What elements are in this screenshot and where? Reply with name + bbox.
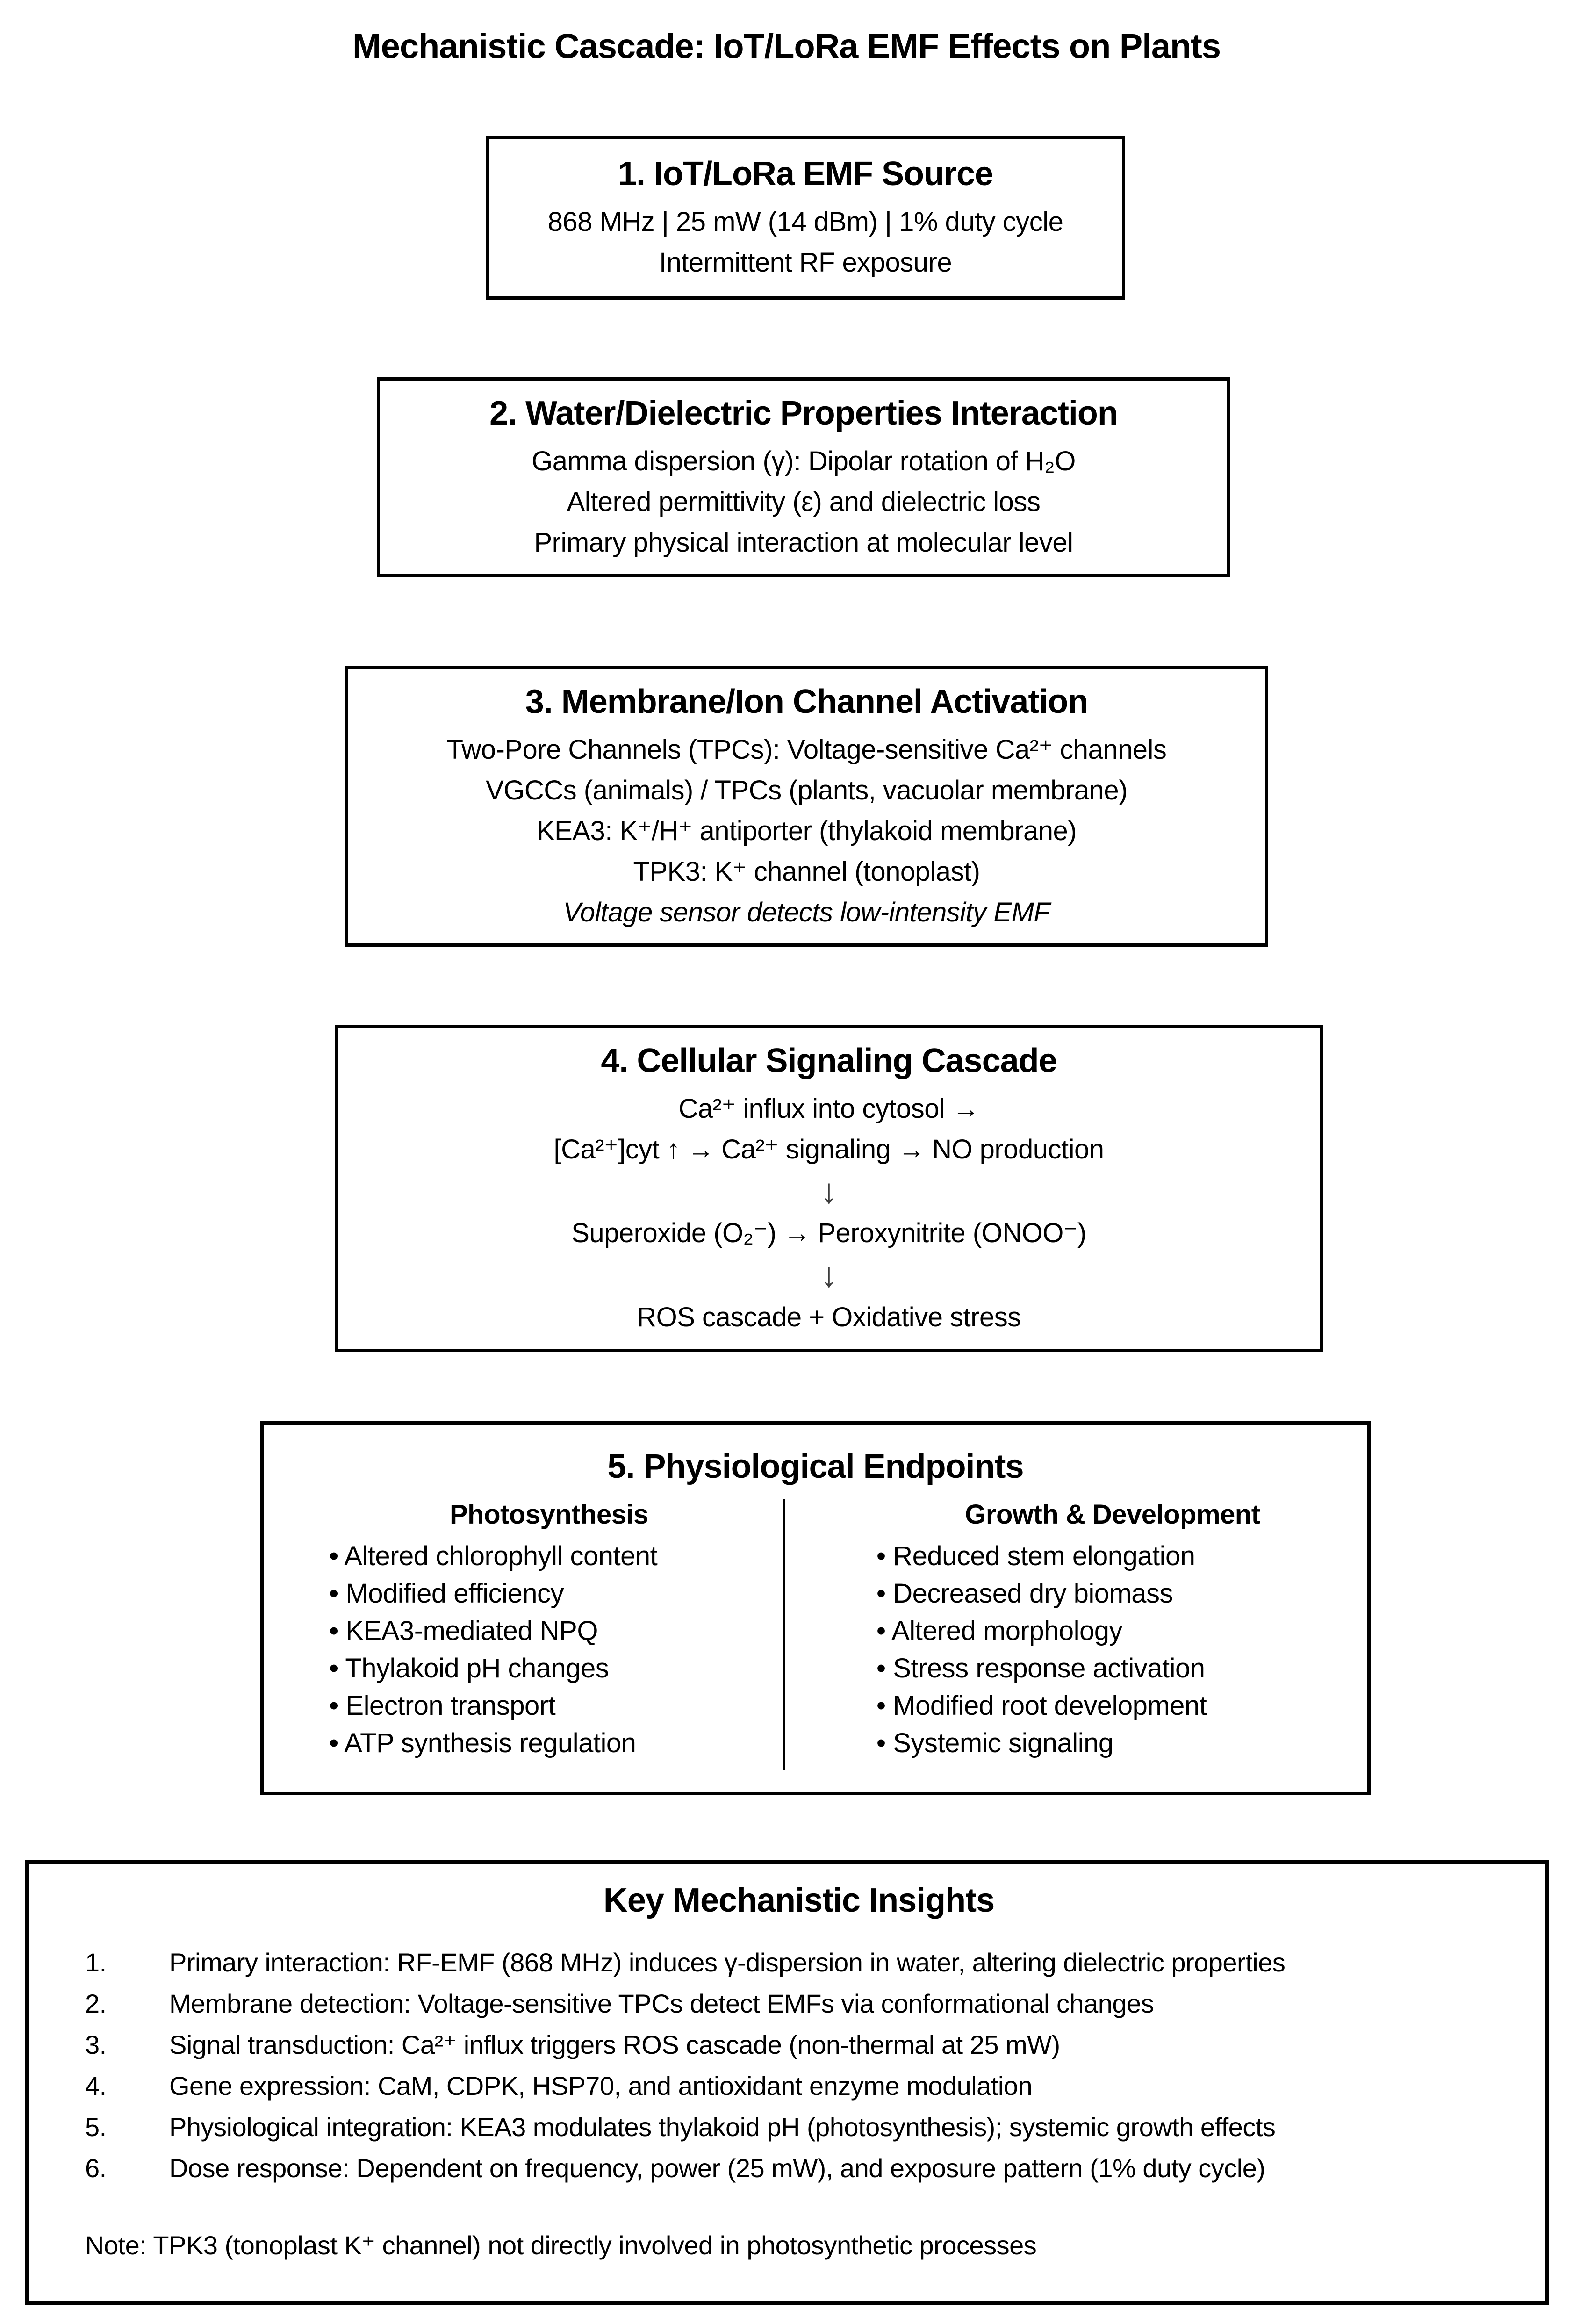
photosynthesis-item: • Modified efficiency [329,1578,564,1609]
photosynthesis-item: • KEA3-mediated NPQ [329,1616,598,1647]
photosynthesis-column-title: Photosynthesis [450,1499,648,1530]
growth-development-item: • Modified root development [876,1691,1207,1721]
key-mechanistic-insights-box: Key Mechanistic Insights 1. Primary inte… [25,1860,1549,2305]
growth-development-column-title: Growth & Development [965,1499,1260,1530]
key-insights-heading: Key Mechanistic Insights [603,1882,995,1919]
box-water-dielectric: 2. Water/Dielectric Properties Interacti… [377,377,1230,577]
photosynthesis-column: Photosynthesis • Altered chlorophyll con… [273,1499,783,1770]
photosynthesis-item: • ATP synthesis regulation [329,1728,636,1759]
page-title: Mechanistic Cascade: IoT/LoRa EMF Effect… [352,27,1221,65]
insight-number: 1. [85,1948,107,1977]
box-membrane-ion-channel-heading: 3. Membrane/Ion Channel Activation [525,683,1089,720]
box-emf-source-heading: 1. IoT/LoRa EMF Source [618,155,993,193]
down-arrow-icon: ↓ [820,1255,838,1294]
box-membrane-ion-channel-line: TPK3: K⁺ channel (tonoplast) [633,856,980,887]
box-membrane-ion-channel-line: VGCCs (animals) / TPCs (plants, vacuolar… [486,775,1128,806]
insight-number: 4. [85,2071,107,2101]
box-cellular-signaling-line: [Ca²⁺]cyt ↑ → Ca²⁺ signaling → NO produc… [553,1134,1104,1165]
box-membrane-ion-channel-line: Two-Pore Channels (TPCs): Voltage-sensit… [446,734,1167,765]
insight-number: 5. [85,2112,107,2142]
box-emf-source-line: Intermittent RF exposure [659,247,952,278]
box-cellular-signaling-heading: 4. Cellular Signaling Cascade [601,1042,1057,1079]
growth-development-item: • Reduced stem elongation [876,1541,1195,1571]
growth-development-item: • Decreased dry biomass [876,1578,1173,1609]
box-cellular-signaling: 4. Cellular Signaling Cascade Ca²⁺ influ… [335,1025,1323,1352]
growth-development-column: Growth & Development • Reduced stem elon… [783,1499,1358,1770]
insight-item: 5. Physiological integration: KEA3 modul… [85,2107,1513,2148]
growth-development-item: • Stress response activation [876,1653,1205,1684]
insight-text: Physiological integration: KEA3 modulate… [169,2112,1276,2142]
box-membrane-ion-channel: 3. Membrane/Ion Channel Activation Two-P… [345,666,1268,947]
insight-item: 4. Gene expression: CaM, CDPK, HSP70, an… [85,2065,1513,2107]
growth-development-item: • Altered morphology [876,1616,1123,1647]
insight-item: 6. Dose response: Dependent on frequency… [85,2148,1513,2189]
insight-text: Signal transduction: Ca²⁺ influx trigger… [169,2029,1060,2059]
box-water-dielectric-line: Altered permittivity (ε) and dielectric … [567,486,1041,517]
box-membrane-ion-channel-line: KEA3: K⁺/H⁺ antiporter (thylakoid membra… [536,815,1077,846]
photosynthesis-item: • Electron transport [329,1691,556,1721]
box-physiological-endpoints: 5. Physiological Endpoints Photosynthesi… [260,1421,1371,1795]
photosynthesis-item: • Altered chlorophyll content [329,1541,658,1571]
insight-text: Primary interaction: RF-EMF (868 MHz) in… [169,1948,1286,1977]
box-cellular-signaling-line: Superoxide (O₂⁻) → Peroxynitrite (ONOO⁻) [571,1218,1086,1248]
photosynthesis-item: • Thylakoid pH changes [329,1653,609,1684]
box-water-dielectric-heading: 2. Water/Dielectric Properties Interacti… [489,394,1118,432]
insight-text: Membrane detection: Voltage-sensitive TP… [169,1988,1154,2018]
box-emf-source: 1. IoT/LoRa EMF Source 868 MHz | 25 mW (… [486,136,1125,300]
insight-item: 2. Membrane detection: Voltage-sensitive… [85,1983,1513,2024]
key-insights-note: Note: TPK3 (tonoplast K⁺ channel) not di… [85,2230,1037,2260]
box-water-dielectric-line: Gamma dispersion (γ): Dipolar rotation o… [532,446,1076,476]
box-emf-source-line: 868 MHz | 25 mW (14 dBm) | 1% duty cycle [547,207,1063,237]
insight-text: Gene expression: CaM, CDPK, HSP70, and a… [169,2071,1033,2101]
box-membrane-ion-channel-italic-line: Voltage sensor detects low-intensity EMF [563,897,1050,928]
box-water-dielectric-line: Primary physical interaction at molecula… [534,527,1073,558]
endpoint-columns: Photosynthesis • Altered chlorophyll con… [273,1499,1358,1770]
down-arrow-icon: ↓ [820,1171,838,1210]
insight-item: 3. Signal transduction: Ca²⁺ influx trig… [85,2024,1513,2065]
insight-number: 6. [85,2153,107,2183]
insight-text: Dose response: Dependent on frequency, p… [169,2153,1265,2183]
insight-number: 3. [85,2029,107,2059]
box-physiological-endpoints-heading: 5. Physiological Endpoints [607,1448,1024,1485]
insight-item: 1. Primary interaction: RF-EMF (868 MHz)… [85,1942,1513,1983]
growth-development-item: • Systemic signaling [876,1728,1113,1759]
insight-number: 2. [85,1988,107,2018]
box-cellular-signaling-line: ROS cascade + Oxidative stress [637,1302,1021,1332]
box-cellular-signaling-line: Ca²⁺ influx into cytosol → [678,1093,979,1124]
